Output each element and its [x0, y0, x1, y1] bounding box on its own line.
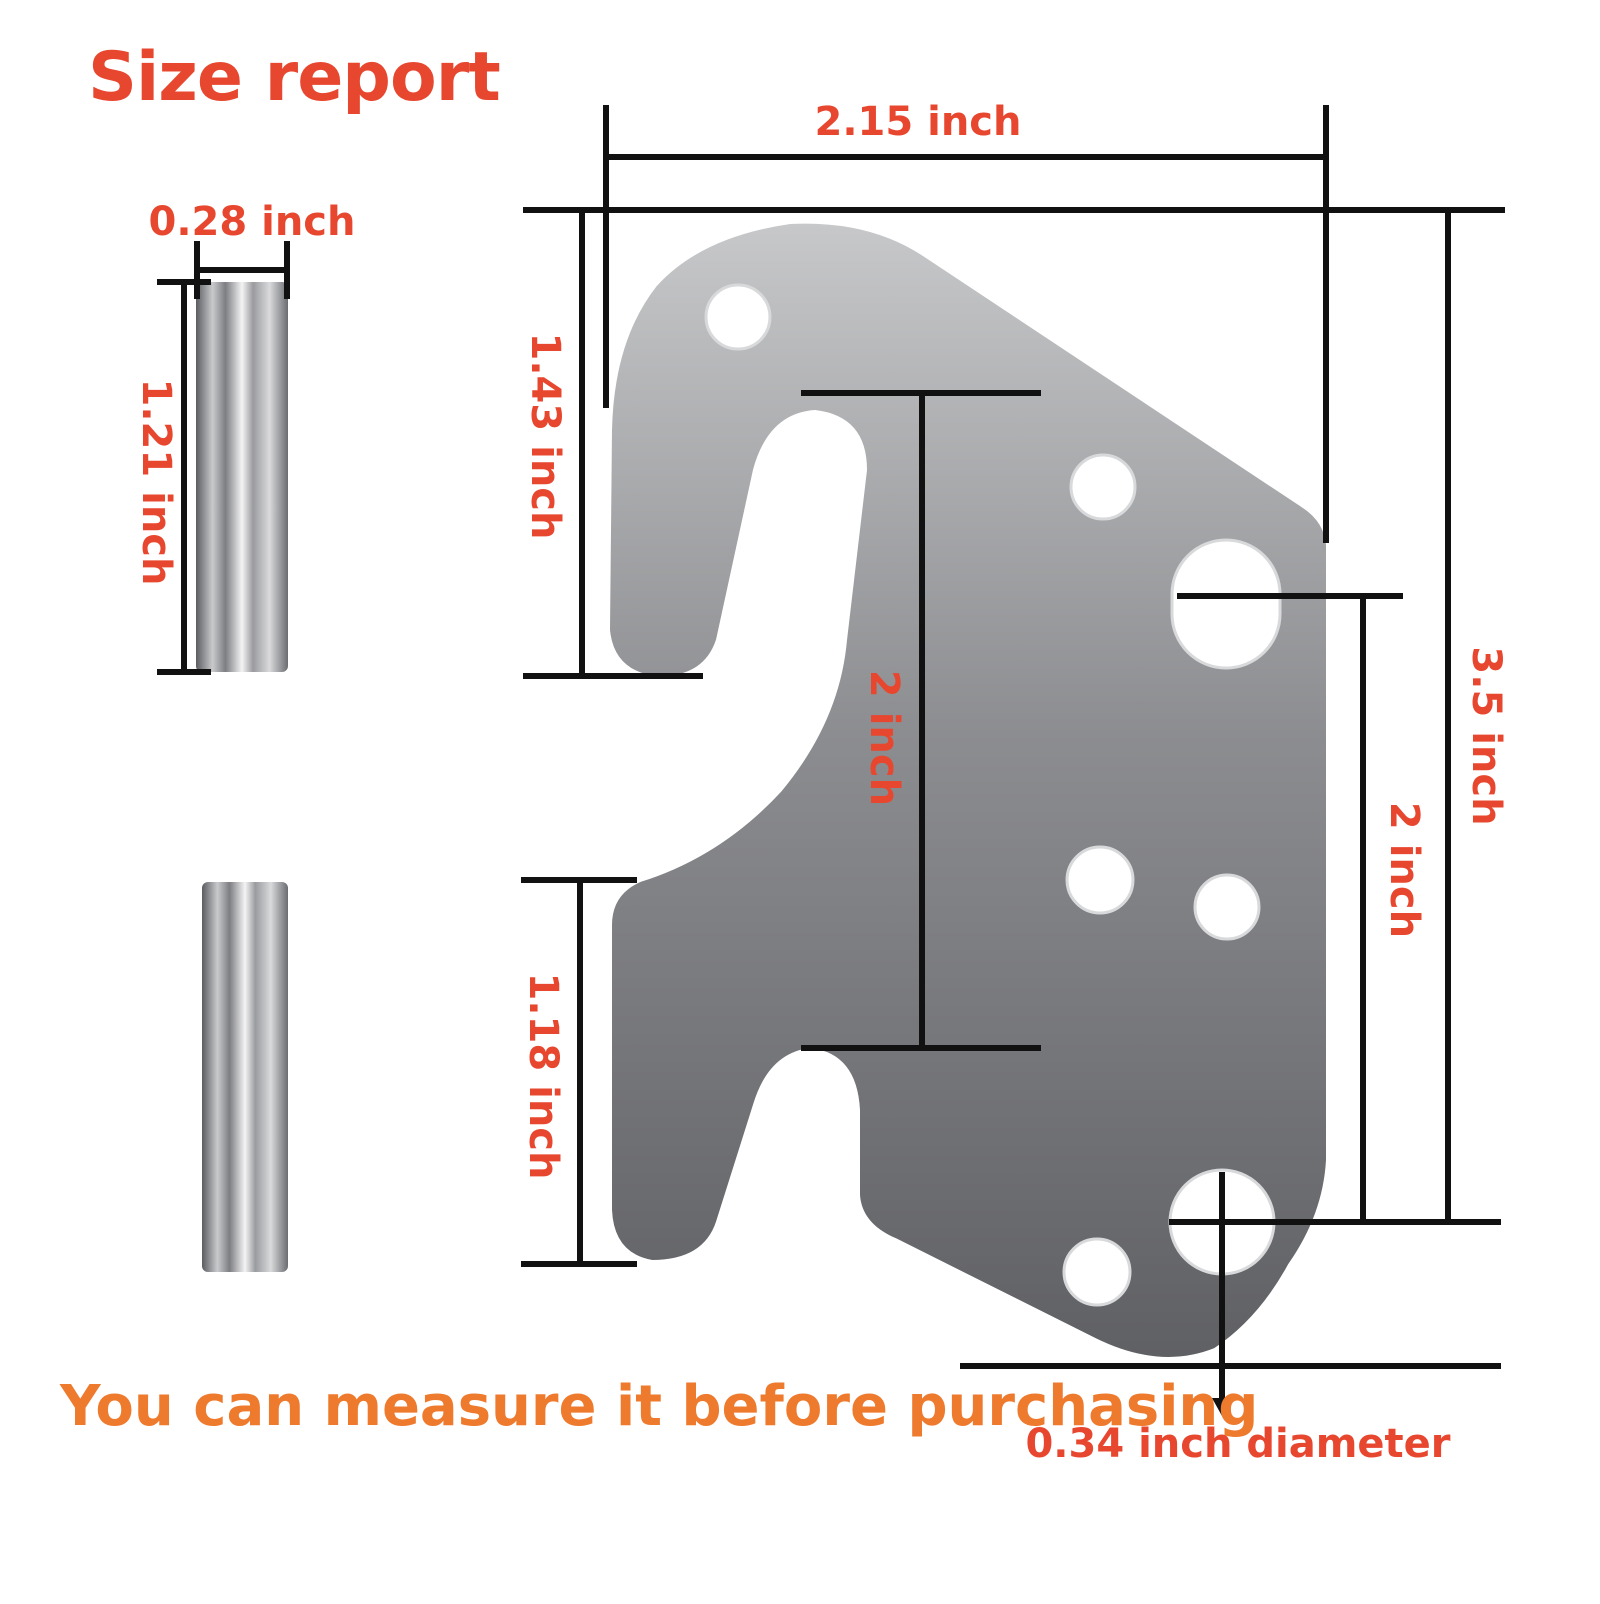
plate-slot: [1170, 538, 1282, 670]
plate-width-label: 2.15 inch: [814, 99, 1022, 145]
hole-diameter-label: 0.34 inch diameter: [1025, 1421, 1451, 1467]
pin-length-label: 1.21 inch: [133, 378, 179, 586]
tagline: You can measure it before purchasing: [60, 1374, 1259, 1439]
upper-hook-label: 1.43 inch: [522, 332, 568, 540]
plate-hole: [1062, 1237, 1132, 1307]
diameter-arrow-head: [1212, 1398, 1232, 1416]
plate-hole: [704, 283, 772, 351]
hook-spacing-label: 2 inch: [861, 669, 907, 807]
dimension-lines: [157, 105, 1505, 1403]
plate-height-label: 3.5 inch: [1463, 646, 1509, 826]
plate-hole: [1193, 873, 1261, 941]
pin-top: [196, 282, 288, 672]
hole-spacing-label: 2 inch: [1381, 801, 1427, 939]
plate-hole: [1069, 453, 1137, 521]
pin-width-label: 0.28 inch: [148, 199, 356, 245]
page-title: Size report: [88, 38, 501, 117]
pin-bottom: [202, 882, 288, 1272]
lower-hook-label: 1.18 inch: [520, 972, 566, 1180]
plate-hole: [1065, 845, 1135, 915]
